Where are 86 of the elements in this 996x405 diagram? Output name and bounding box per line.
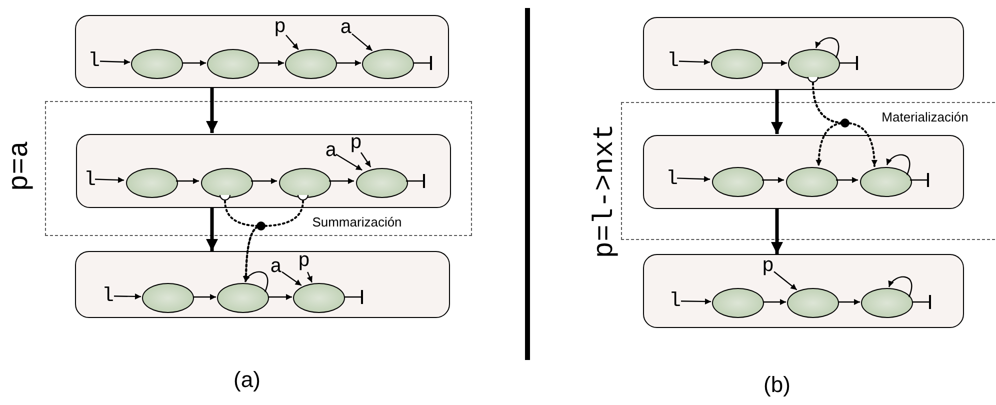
terminator-line bbox=[406, 174, 425, 188]
pointer-label: a bbox=[324, 141, 338, 163]
panel-caption: (a) bbox=[234, 369, 260, 391]
self-loop-arrow bbox=[815, 37, 840, 58]
arrow bbox=[251, 178, 277, 184]
condition-label: p=l->nxt bbox=[592, 124, 620, 258]
arrow bbox=[182, 60, 206, 66]
list-node-ellipse bbox=[279, 168, 331, 198]
list-node-ellipse bbox=[860, 167, 912, 197]
list-node-ellipse bbox=[131, 49, 183, 79]
arrow bbox=[336, 154, 362, 171]
pointer-label: l bbox=[87, 51, 101, 73]
arrow bbox=[329, 178, 354, 184]
list-node-ellipse bbox=[201, 168, 253, 198]
list-node-ellipse bbox=[711, 49, 763, 79]
arrow bbox=[678, 59, 710, 65]
pointer-label: p bbox=[273, 17, 287, 39]
arrow bbox=[94, 176, 124, 183]
list-panel bbox=[643, 254, 964, 328]
arrow bbox=[258, 60, 284, 66]
arrow bbox=[676, 176, 710, 182]
thick-arrow bbox=[771, 208, 783, 254]
arrow bbox=[360, 152, 372, 168]
pointer-label: l bbox=[83, 170, 97, 192]
dotted-arrow bbox=[243, 200, 304, 284]
list-node-ellipse bbox=[142, 283, 194, 313]
list-panel bbox=[75, 15, 449, 88]
list-panel bbox=[643, 17, 964, 90]
terminator-line bbox=[910, 173, 929, 187]
arrow bbox=[762, 177, 784, 183]
dotted-arrow bbox=[812, 82, 878, 168]
arrow bbox=[268, 294, 292, 300]
arrow bbox=[763, 299, 786, 305]
arrow bbox=[100, 58, 130, 65]
pointer-label: a bbox=[339, 18, 353, 40]
list-node-ellipse bbox=[712, 288, 764, 318]
list-node-ellipse bbox=[861, 288, 913, 318]
arrow bbox=[286, 34, 299, 50]
arrow bbox=[352, 33, 373, 52]
list-node-ellipse bbox=[207, 49, 259, 79]
list-node-ellipse bbox=[787, 288, 839, 318]
pointer-label: l bbox=[666, 51, 680, 73]
thick-arrow bbox=[206, 207, 218, 251]
operation-label: Summarización bbox=[312, 216, 402, 228]
operation-label: Materialización bbox=[882, 110, 968, 124]
terminator-line bbox=[839, 56, 858, 70]
pointer-label: p bbox=[349, 133, 363, 155]
terminator-line bbox=[912, 295, 931, 309]
list-node-ellipse bbox=[217, 283, 269, 313]
list-panel bbox=[75, 251, 450, 318]
pointer-label: l bbox=[668, 291, 682, 313]
arrow bbox=[282, 271, 302, 286]
list-node-ellipse bbox=[712, 167, 764, 197]
list-node-ellipse bbox=[356, 168, 408, 198]
arrow bbox=[836, 177, 858, 183]
thick-arrow bbox=[771, 90, 783, 134]
arrow bbox=[336, 60, 361, 66]
pointer-label: l bbox=[101, 286, 115, 308]
list-panel bbox=[76, 134, 451, 208]
condition-label: p=a bbox=[7, 140, 35, 192]
list-node-ellipse bbox=[126, 168, 178, 198]
arrow bbox=[680, 298, 712, 304]
pointer-label: l bbox=[665, 169, 679, 191]
arrow bbox=[193, 294, 216, 300]
list-node-ellipse bbox=[362, 49, 414, 79]
list-node-ellipse bbox=[786, 167, 838, 197]
terminator-line bbox=[413, 56, 432, 70]
arrow bbox=[306, 272, 312, 283]
self-loop-arrow bbox=[244, 271, 268, 292]
thick-arrow bbox=[206, 88, 218, 133]
arrow bbox=[838, 299, 860, 305]
list-node-ellipse bbox=[293, 283, 345, 313]
self-loop-arrow bbox=[888, 276, 912, 298]
list-node-ellipse bbox=[285, 49, 337, 79]
pointer-label: p bbox=[297, 251, 311, 273]
self-loop-arrow bbox=[886, 154, 910, 176]
list-node-ellipse bbox=[788, 49, 840, 79]
terminator-line bbox=[344, 290, 363, 304]
arrow bbox=[774, 271, 798, 290]
panel-caption: (b) bbox=[764, 374, 790, 396]
arrow bbox=[176, 178, 199, 184]
pointer-label: p bbox=[761, 256, 775, 278]
arrow bbox=[114, 293, 142, 300]
pointer-label: a bbox=[269, 257, 283, 279]
list-panel bbox=[643, 135, 964, 209]
arrow bbox=[762, 60, 787, 66]
